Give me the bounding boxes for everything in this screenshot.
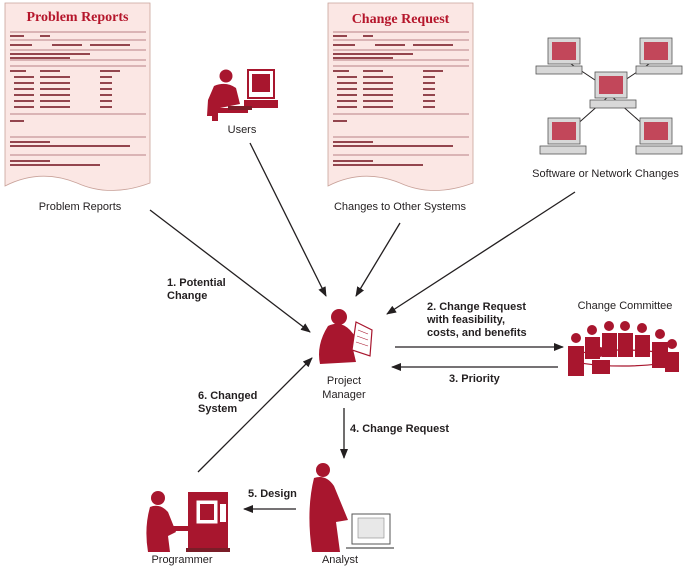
analyst-icon: [309, 463, 394, 552]
users-label: Users: [227, 124, 257, 136]
problem-reports-document: [4, 2, 151, 191]
change-committee-label: Change Committee: [577, 300, 673, 312]
step-6-label: 6. Changed System: [198, 390, 258, 415]
arrow-users-to-manager: [249, 142, 327, 297]
step-5-label: 5. Design: [248, 488, 297, 500]
step-4-label: 4. Change Request: [350, 423, 450, 435]
project-manager-label-line2: Manager: [322, 389, 366, 401]
change-request-document: [327, 2, 474, 191]
change-request-doc-title: Change Request: [351, 12, 450, 27]
arrow-problem-reports-to-manager: [149, 209, 311, 333]
software-network-label: Software or Network Changes: [532, 168, 679, 180]
changes-other-systems-label: Changes to Other Systems: [333, 201, 467, 213]
computer-user-icon: [207, 69, 278, 121]
step-1-label: 1. Potential Change: [167, 277, 226, 302]
arrow-programmer-to-manager: [197, 357, 313, 473]
meeting-group-icon: [568, 321, 679, 376]
project-manager-label-line1: Project: [326, 375, 362, 387]
step-2-label: 2. Change Request with feasibility, cost…: [427, 301, 527, 339]
problem-reports-label: Problem Reports: [38, 201, 122, 213]
analyst-label: Analyst: [321, 554, 359, 566]
manager-icon: [319, 309, 373, 364]
arrow-other-systems-to-manager: [355, 222, 401, 297]
problem-reports-doc-title: Problem Reports: [26, 10, 129, 25]
arrow-network-to-manager: [386, 191, 576, 315]
step-3-label: 3. Priority: [449, 373, 500, 385]
programmer-label: Programmer: [151, 554, 213, 566]
programmer-workstation-icon: [146, 491, 230, 552]
network-computers-icon: [535, 37, 683, 155]
